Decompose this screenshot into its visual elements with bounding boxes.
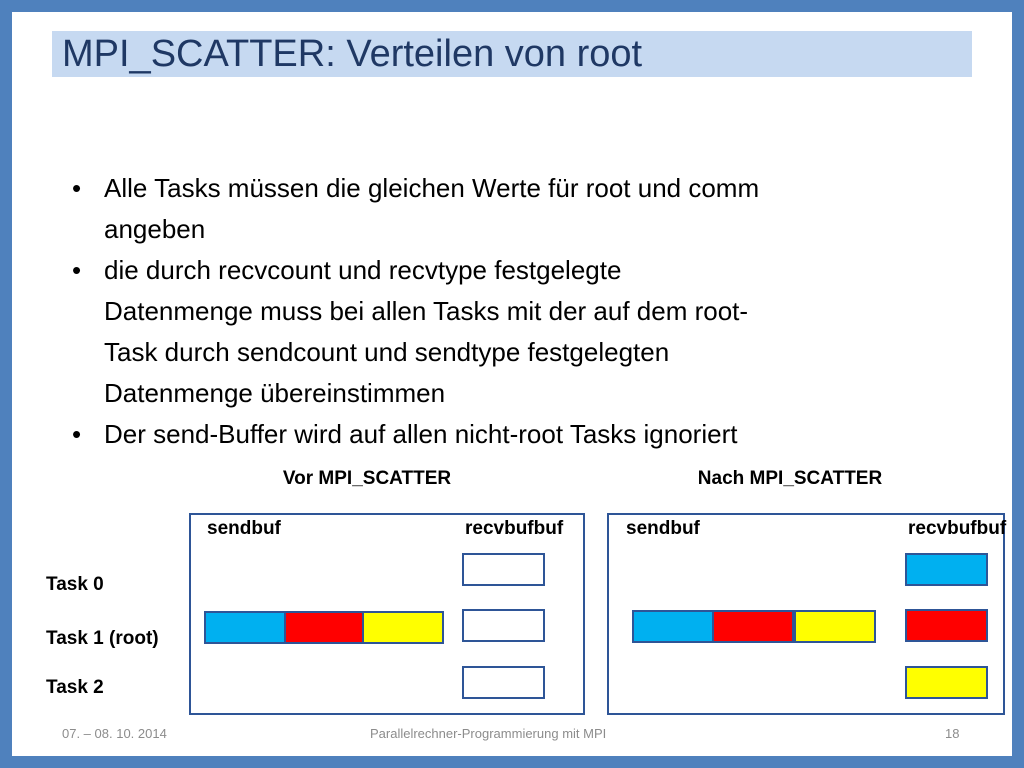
footer-date: 07. – 08. 10. 2014: [62, 726, 167, 741]
task-label-1: Task 1 (root): [46, 628, 159, 649]
bullet-dot: •: [72, 419, 82, 449]
before-sendbuf-cell-1: [284, 611, 366, 644]
before-recvbuf-cell-task2: [462, 666, 545, 699]
after-sendbuf-cell-1: [712, 610, 794, 643]
bullet-item: • Alle Tasks müssen die gleichen Werte fü…: [72, 168, 902, 250]
before-recvbuf-cell-task0: [462, 553, 545, 586]
buffer-cells: [204, 553, 988, 699]
after-recvbuf-cell-task1: [905, 609, 988, 642]
before-sendbuf-label: sendbuf: [207, 518, 282, 539]
footer-course: Parallelrechner-Programmierung mit MPI: [370, 726, 607, 741]
bullet-line: Datenmenge übereinstimmen: [104, 378, 446, 408]
bullet-line: Datenmenge muss bei allen Tasks mit der …: [104, 296, 749, 326]
after-label: Nach MPI_SCATTER: [698, 468, 883, 489]
after-recvbuf-label: recvbufbuf: [908, 518, 1007, 539]
before-sendbuf-cell-2: [362, 611, 444, 644]
bullet-line: Task durch sendcount und sendtype festge…: [104, 337, 670, 367]
before-panel: [189, 513, 585, 715]
bullet-line: Der send-Buffer wird auf allen nicht-roo…: [104, 419, 738, 449]
bullet-item: • Der send-Buffer wird auf allen nicht-ro…: [72, 414, 902, 455]
bullet-line: die durch recvcount und recvtype festgel…: [104, 255, 622, 285]
bullet-line: Alle Tasks müssen die gleichen Werte für…: [104, 173, 760, 203]
after-sendbuf-cell-2: [794, 610, 876, 643]
title-bar: MPI_SCATTER: Verteilen von root: [52, 31, 972, 77]
after-recvbuf-cell-task0: [905, 553, 988, 586]
footer-page-number: 18: [945, 726, 960, 741]
task-label-2: Task 2: [46, 677, 104, 698]
after-panel: [607, 513, 1005, 715]
bullet-line: angeben: [104, 214, 206, 244]
bullet-dot: •: [72, 255, 82, 285]
slide-title: MPI_SCATTER: Verteilen von root: [62, 33, 643, 75]
before-sendbuf-cell-0: [204, 611, 286, 644]
after-sendbuf-label: sendbuf: [626, 518, 701, 539]
after-sendbuf-cell-0: [632, 610, 714, 643]
bullet-dot: •: [72, 173, 82, 203]
task-label-0: Task 0: [46, 574, 104, 595]
after-recvbuf-cell-task2: [905, 666, 988, 699]
before-recvbuf-cell-task1: [462, 609, 545, 642]
before-label: Vor MPI_SCATTER: [283, 468, 451, 489]
bullet-list: • Alle Tasks müssen die gleichen Werte fü…: [72, 168, 902, 455]
bullet-item: • die durch recvcount und recvtype festge…: [72, 250, 902, 414]
before-recvbuf-label: recvbufbuf: [465, 518, 564, 539]
